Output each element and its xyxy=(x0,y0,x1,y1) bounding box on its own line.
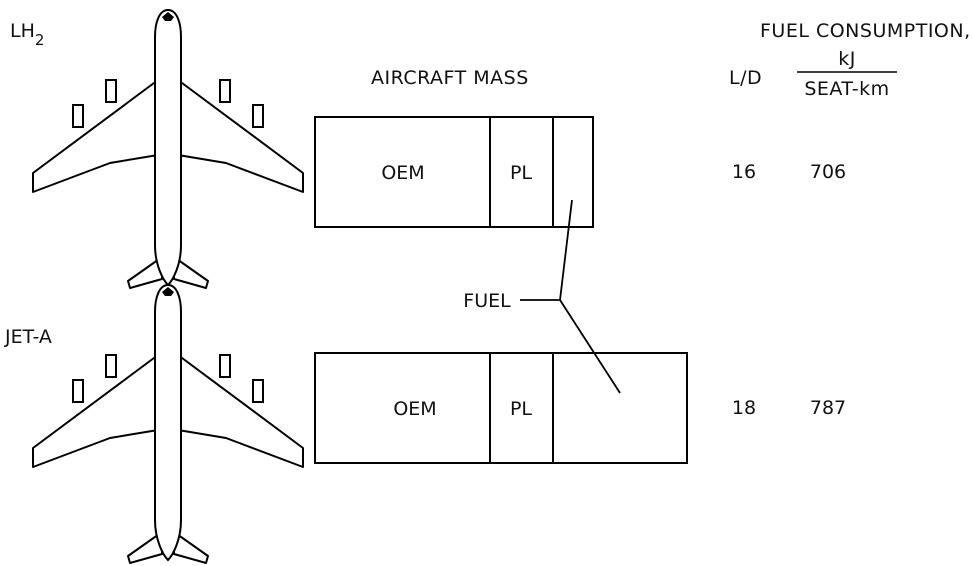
jet-a-pl-label: PL xyxy=(510,398,532,420)
fuel-callout-leader xyxy=(520,199,621,394)
jet-a-aircraft-icon xyxy=(32,284,304,564)
jet-a-label: JET-A xyxy=(4,326,52,348)
aircraft-mass-header: AIRCRAFT MASS xyxy=(371,67,529,89)
unit-denominator: SEAT-km xyxy=(804,78,889,100)
jet-a-ld-value: 18 xyxy=(732,397,756,419)
lh2-ld-value: 16 xyxy=(732,161,756,183)
fuel-consumption-header: FUEL CONSUMPTION, xyxy=(760,20,971,42)
jet-a-mass-bar: OEM PL xyxy=(314,352,688,464)
lh2-pl-label: PL xyxy=(510,162,532,184)
unit-numerator: kJ xyxy=(838,48,856,70)
lh2-mass-bar: OEM PL xyxy=(314,116,594,228)
ld-header: L/D xyxy=(729,67,762,89)
lh2-oem-label: OEM xyxy=(381,162,424,184)
lh2-consumption-value: 706 xyxy=(810,161,846,183)
fuel-callout-label: FUEL xyxy=(463,290,511,312)
lh2-aircraft-icon xyxy=(32,9,304,289)
jet-a-oem-label: OEM xyxy=(393,398,436,420)
lh2-label: LH2 xyxy=(10,20,44,49)
jet-a-consumption-value: 787 xyxy=(810,397,846,419)
